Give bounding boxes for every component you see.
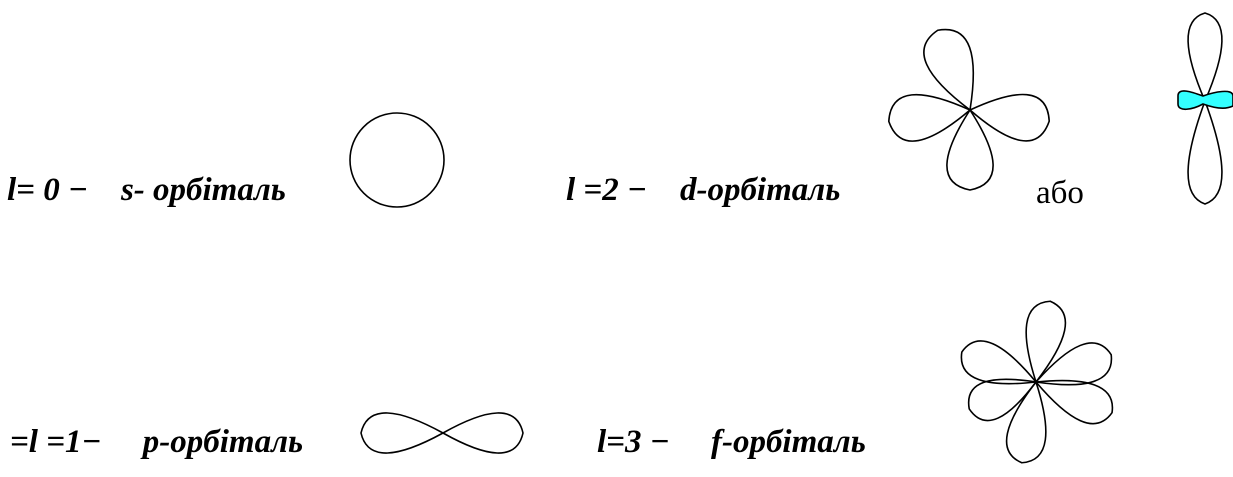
f-orbital-label: l=3 − f-орбіталь bbox=[597, 424, 866, 460]
p-lobe-right bbox=[441, 412, 524, 454]
dz2-lobe-top bbox=[1187, 12, 1223, 104]
d-lobe-bottom bbox=[946, 108, 994, 191]
d-orbital-label: l =2 − d-орбіталь bbox=[566, 172, 841, 208]
p-lobe-left bbox=[360, 412, 445, 454]
or-word: або bbox=[1036, 175, 1084, 211]
f-lobe-top bbox=[1025, 300, 1067, 384]
f-lobe-upper-right bbox=[1034, 342, 1113, 386]
dz2-ring bbox=[1177, 90, 1233, 111]
d-lobe-right bbox=[968, 93, 1051, 142]
f-lobe-lower-left bbox=[967, 378, 1038, 422]
d-lobe-top bbox=[923, 28, 975, 112]
d-lobe-left bbox=[887, 93, 972, 142]
dz2-lobe-bottom bbox=[1187, 98, 1223, 205]
f-lobe-bottom bbox=[1005, 380, 1047, 464]
f-lobe-lower-right bbox=[1034, 379, 1114, 425]
s-orbital-label: l= 0 − s- орбіталь bbox=[7, 172, 286, 208]
f-lobe-upper-left bbox=[960, 340, 1038, 385]
p-orbital-label: =l =1− p-орбіталь bbox=[10, 424, 304, 460]
